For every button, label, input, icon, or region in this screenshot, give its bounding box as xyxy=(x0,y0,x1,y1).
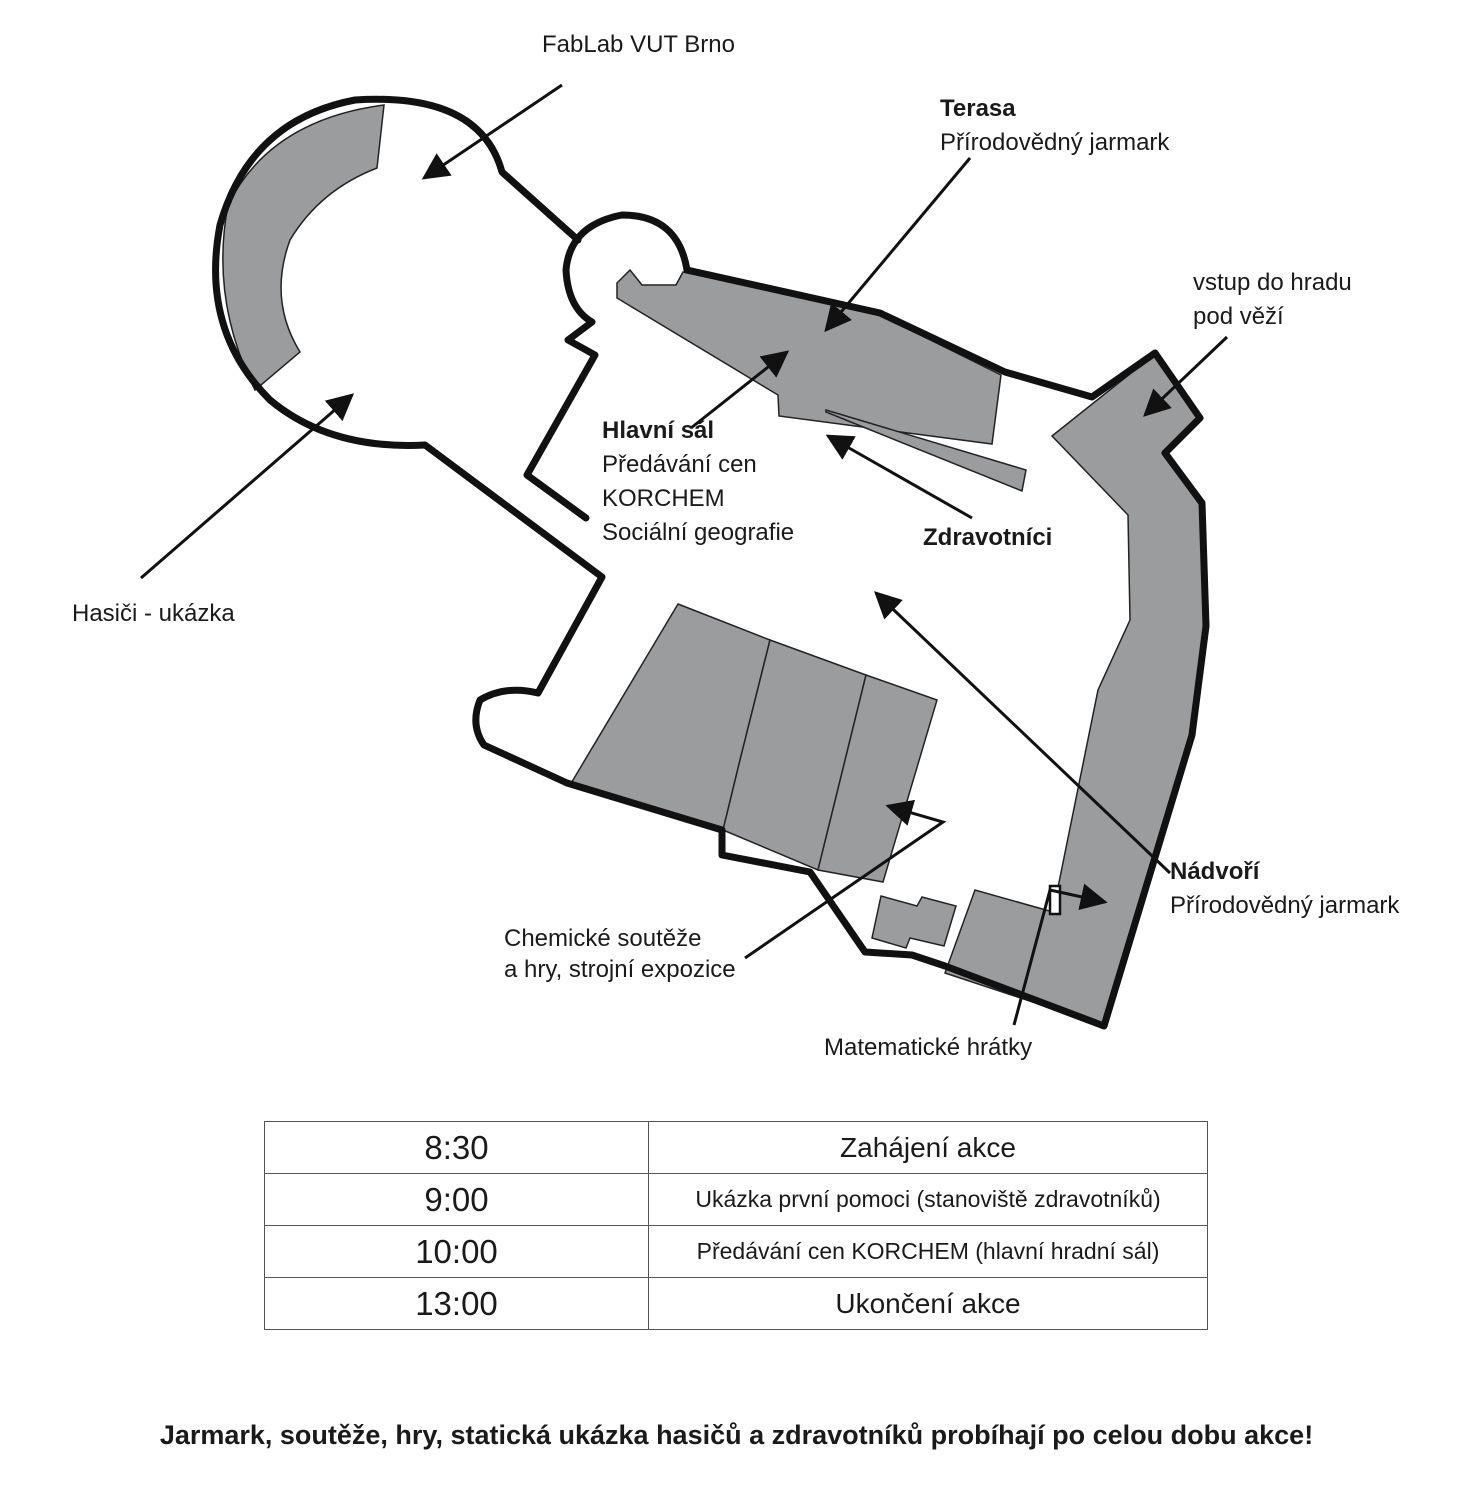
schedule-event: Ukázka první pomoci (stanoviště zdravotn… xyxy=(648,1173,1208,1226)
terasa-subtitle: Přírodovědný jarmark xyxy=(940,129,1170,156)
label-nadvori: Nádvoří Přírodovědný jarmark xyxy=(1170,855,1399,923)
arrow-matematicke xyxy=(1012,883,1108,1026)
schedule-time: 9:00 xyxy=(264,1173,649,1226)
castle-map xyxy=(140,83,1229,1030)
arrow-chem xyxy=(744,799,947,960)
hlavni-sal-title: Hlavní sál xyxy=(602,417,715,444)
table-row: 10:00 Předávání cen KORCHEM (hlavní hrad… xyxy=(264,1225,1208,1278)
chem-area-3 xyxy=(817,674,938,883)
nadvori-title: Nádvoří xyxy=(1170,858,1260,885)
arrow-zdravotnici xyxy=(825,434,973,520)
small-block-area xyxy=(871,895,957,949)
schedule-event: Zahájení akce xyxy=(648,1121,1208,1174)
label-chemicke: Chemické soutěže a hry, strojní expozice xyxy=(504,925,736,983)
chem-area-2 xyxy=(722,639,867,872)
table-row: 9:00 Ukázka první pomoci (stanoviště zdr… xyxy=(264,1173,1208,1226)
label-terasa: Terasa Přírodovědný jarmark xyxy=(940,92,1169,160)
schedule-event: Ukončení akce xyxy=(648,1277,1208,1330)
table-row: 8:30 Zahájení akce xyxy=(264,1121,1208,1174)
castle-wall-west xyxy=(212,95,1210,1030)
schedule-time: 13:00 xyxy=(264,1277,649,1330)
label-matematicke: Matematické hrátky xyxy=(824,1034,1033,1061)
arrow-nadvori-center xyxy=(874,591,1172,875)
arrow-vstup xyxy=(1143,335,1229,417)
table-row: 13:00 Ukončení akce xyxy=(264,1277,1208,1330)
schedule-time: 10:00 xyxy=(264,1225,649,1278)
zdravotnici-area xyxy=(825,408,1027,493)
footer-note: Jarmark, soutěže, hry, statická ukázka h… xyxy=(159,1420,1314,1450)
schedule-event: Předávání cen KORCHEM (hlavní hradní sál… xyxy=(648,1225,1208,1278)
terasa-title: Terasa xyxy=(940,95,1016,122)
fablab-tower-area xyxy=(222,104,385,392)
arrow-hlavni xyxy=(690,350,790,430)
arrow-fablab xyxy=(421,83,563,180)
arrow-hasici xyxy=(140,393,355,580)
label-hasici: Hasiči - ukázka xyxy=(72,600,235,627)
label-hlavni-sal: Hlavní sál Předávání cen KORCHEM Sociáln… xyxy=(602,414,794,550)
schedule-time: 8:30 xyxy=(264,1121,649,1174)
label-zdravotnici: Zdravotníci xyxy=(923,524,1053,551)
arrow-terasa xyxy=(824,157,972,333)
label-fablab: FabLab VUT Brno xyxy=(542,31,735,58)
label-vstup: vstup do hradu pod věží xyxy=(1193,269,1352,330)
nadvori-subtitle: Přírodovědný jarmark xyxy=(1170,892,1400,919)
schedule-table: 8:30 Zahájení akce 9:00 Ukázka první pom… xyxy=(264,1121,1208,1330)
